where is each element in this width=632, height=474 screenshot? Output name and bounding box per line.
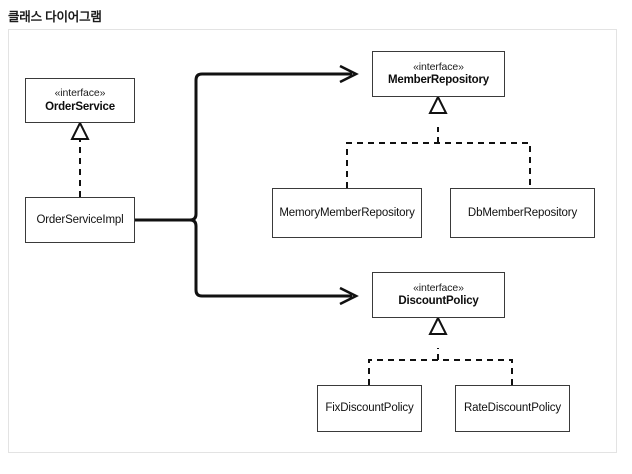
uml-node-fix-discount-policy[interactable]: FixDiscountPolicy bbox=[317, 385, 422, 432]
page-title: 클래스 다이어그램 bbox=[8, 10, 102, 24]
interface-name: MemberRepository bbox=[388, 74, 489, 87]
class-name: OrderServiceImpl bbox=[36, 213, 124, 226]
interface-name: DiscountPolicy bbox=[398, 295, 479, 308]
interface-name: OrderService bbox=[45, 100, 115, 113]
stereotype-label: «interface» bbox=[54, 87, 106, 100]
class-name: RateDiscountPolicy bbox=[463, 402, 561, 415]
uml-node-order-service-impl[interactable]: OrderServiceImpl bbox=[25, 197, 135, 243]
class-name: DbMemberRepository bbox=[467, 206, 578, 219]
uml-node-db-member-repository[interactable]: DbMemberRepository bbox=[450, 188, 595, 238]
uml-node-member-repository[interactable]: «interface» MemberRepository bbox=[372, 51, 505, 97]
stereotype-label: «interface» bbox=[413, 60, 464, 73]
uml-node-memory-member-repository[interactable]: MemoryMemberRepository bbox=[272, 188, 422, 238]
class-name: FixDiscountPolicy bbox=[325, 402, 414, 415]
class-name: MemoryMemberRepository bbox=[279, 206, 415, 219]
stereotype-label: «interface» bbox=[413, 281, 464, 294]
uml-node-rate-discount-policy[interactable]: RateDiscountPolicy bbox=[455, 385, 570, 432]
uml-node-discount-policy[interactable]: «interface» DiscountPolicy bbox=[372, 272, 505, 318]
uml-node-order-service[interactable]: «interface» OrderService bbox=[25, 78, 135, 123]
